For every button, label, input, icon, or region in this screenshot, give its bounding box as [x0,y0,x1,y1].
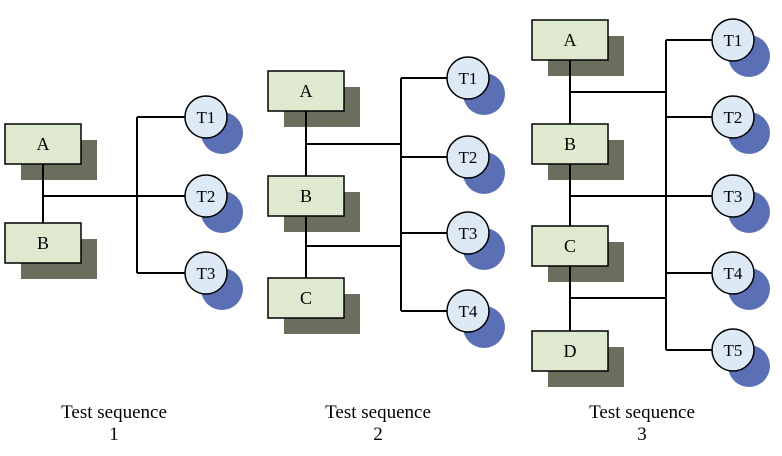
test-label: T1 [724,31,743,50]
module-a: A [4,123,82,165]
test-circle [184,174,228,218]
test-circle [446,56,490,100]
module-box [267,70,345,112]
test-t4: T4 [711,251,755,295]
caption-sequence-1: Test sequence 1 [24,402,204,446]
caption-line-2: 1 [109,424,119,445]
test-t2: T2 [184,174,228,218]
module-a: A [267,70,345,112]
caption-line-1: Test sequence [325,402,431,423]
module-box [531,330,609,372]
module-box [531,19,609,61]
caption-line-2: 3 [637,424,647,445]
module-label: B [300,186,312,206]
test-t3: T3 [184,251,228,295]
module-label: A [300,81,313,101]
test-label: T2 [197,187,216,206]
caption-sequence-3: Test sequence 3 [552,402,732,446]
test-t1: T1 [711,18,755,62]
module-box [4,123,82,165]
test-label: T5 [724,341,743,360]
test-t5: T5 [711,328,755,372]
caption-sequence-2: Test sequence 2 [288,402,468,446]
test-label: T2 [724,108,743,127]
caption-line-2: 2 [373,424,383,445]
test-circle [446,211,490,255]
test-circle [711,328,755,372]
module-box [267,175,345,217]
module-label: A [564,30,577,50]
module-label: B [37,233,49,253]
test-label: T1 [197,108,216,127]
test-circle [711,174,755,218]
test-label: T1 [459,69,478,88]
test-t3: T3 [711,174,755,218]
test-circle [711,95,755,139]
module-box [4,222,82,264]
test-label: T4 [459,302,478,321]
test-circle [184,251,228,295]
test-t1: T1 [446,56,490,100]
test-circle [711,18,755,62]
module-label: B [564,134,576,154]
module-b: B [4,222,82,264]
caption-line-1: Test sequence [589,402,695,423]
module-label: C [564,236,576,256]
caption-line-1: Test sequence [61,402,167,423]
module-box [531,225,609,267]
test-label: T3 [459,224,478,243]
module-a: A [531,19,609,61]
test-t3: T3 [446,211,490,255]
module-d: D [531,330,609,372]
module-c: C [267,277,345,319]
test-label: T4 [724,264,743,283]
test-t4: T4 [446,289,490,333]
module-label: C [300,288,312,308]
module-label: D [564,341,577,361]
test-label: T3 [724,187,743,206]
test-label: T2 [459,148,478,167]
module-c: C [531,225,609,267]
test-t2: T2 [446,135,490,179]
module-b: B [267,175,345,217]
module-label: A [37,134,50,154]
test-circle [184,95,228,139]
test-circle [446,135,490,179]
test-circle [446,289,490,333]
test-label: T3 [197,264,216,283]
test-circle [711,251,755,295]
test-t2: T2 [711,95,755,139]
module-box [531,123,609,165]
module-b: B [531,123,609,165]
test-t1: T1 [184,95,228,139]
module-box [267,277,345,319]
